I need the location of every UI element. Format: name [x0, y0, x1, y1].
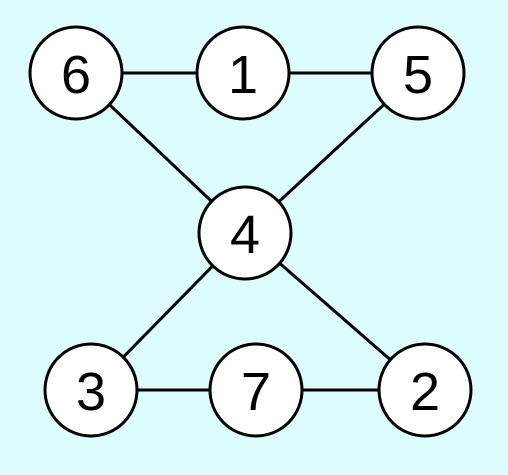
- node-3: 3: [43, 342, 139, 438]
- node-label: 4: [230, 205, 260, 265]
- node-6: 6: [28, 25, 124, 121]
- node-circle: [43, 342, 139, 438]
- node-label: 6: [61, 45, 91, 105]
- nodes-layer: 6 1 5 4 3 7 2: [28, 25, 473, 438]
- node-7: 7: [208, 342, 304, 438]
- node-circle: [197, 185, 293, 281]
- node-1: 1: [195, 25, 291, 121]
- node-circle: [377, 342, 473, 438]
- node-label: 3: [76, 362, 106, 422]
- node-circle: [28, 25, 124, 121]
- node-label: 1: [228, 45, 258, 105]
- node-4: 4: [197, 185, 293, 281]
- node-label: 7: [241, 362, 271, 422]
- node-circle: [195, 25, 291, 121]
- node-2: 2: [377, 342, 473, 438]
- node-label: 5: [403, 45, 433, 105]
- node-label: 2: [410, 362, 440, 422]
- node-circle: [370, 25, 466, 121]
- node-circle: [208, 342, 304, 438]
- node-5: 5: [370, 25, 466, 121]
